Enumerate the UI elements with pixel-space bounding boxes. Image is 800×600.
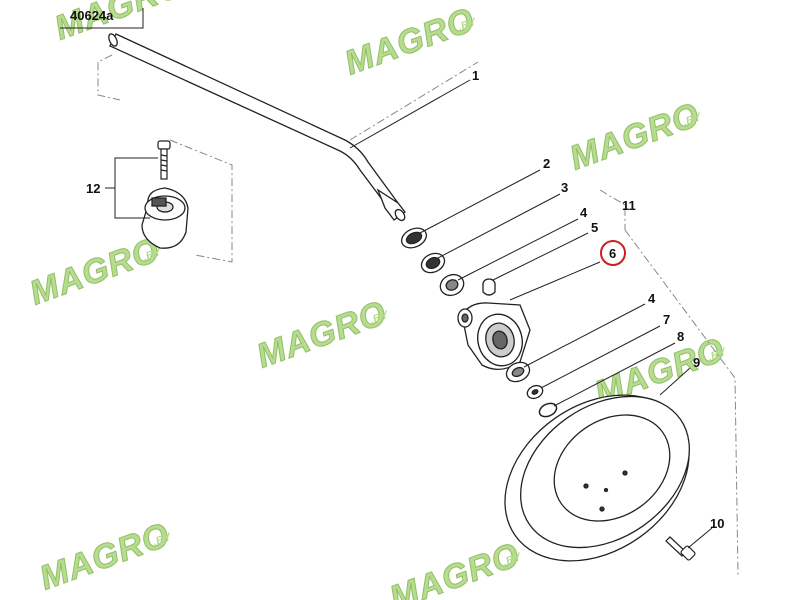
callout-6: 6 <box>609 246 616 261</box>
part-wheel-bolt <box>665 536 696 561</box>
highlight-circle <box>600 240 626 266</box>
part-clamp-bolt <box>157 140 171 180</box>
part-clamp-collar <box>141 187 189 249</box>
assembly-outline <box>97 54 739 576</box>
callout-7: 7 <box>663 312 670 327</box>
part-seal <box>400 227 428 249</box>
watermark: MAGRO .BY <box>564 95 705 178</box>
part-shaft <box>108 33 406 222</box>
callouts: 1 2 3 4 5 6 4 7 8 9 10 11 12 <box>86 68 724 531</box>
callout-5: 5 <box>591 220 598 235</box>
svg-text:MAGRO: MAGRO <box>25 231 165 313</box>
watermark: MAGRO .BY <box>384 535 525 600</box>
part-grease-nipple <box>482 278 496 296</box>
svg-text:MAGRO: MAGRO <box>35 516 175 598</box>
svg-text:MAGRO: MAGRO <box>565 96 705 178</box>
watermark: MAGRO .BY <box>251 293 392 376</box>
part-washer <box>526 384 544 400</box>
svg-text:40624a: 40624a <box>70 8 114 23</box>
callout-10: 10 <box>710 516 724 531</box>
figure-id-box: 40624a <box>60 8 144 29</box>
part-wheel-disc <box>504 394 690 562</box>
part-bearing-upper <box>439 273 465 297</box>
callout-8: 8 <box>677 329 684 344</box>
part-seal-inner <box>420 252 446 274</box>
watermark: MAGRO .BY <box>24 230 165 313</box>
callout-1: 1 <box>472 68 479 83</box>
callout-12: 12 <box>86 181 100 196</box>
watermark: MAGRO .BY <box>34 515 175 598</box>
watermark: MAGRO .BY <box>339 0 480 83</box>
part-bearing-lower <box>505 361 531 383</box>
part-hub-housing <box>457 302 531 370</box>
svg-text:MAGRO: MAGRO <box>252 294 392 376</box>
callout-2: 2 <box>543 156 550 171</box>
callout-9: 9 <box>693 355 700 370</box>
leader-lines <box>105 79 713 549</box>
callout-11: 11 <box>622 198 636 213</box>
svg-text:MAGRO: MAGRO <box>340 1 480 83</box>
callout-4: 4 <box>648 291 656 306</box>
callout-3: 3 <box>561 180 568 195</box>
svg-text:MAGRO: MAGRO <box>385 536 525 600</box>
part-circlip <box>538 402 558 418</box>
callout-4: 4 <box>580 205 588 220</box>
